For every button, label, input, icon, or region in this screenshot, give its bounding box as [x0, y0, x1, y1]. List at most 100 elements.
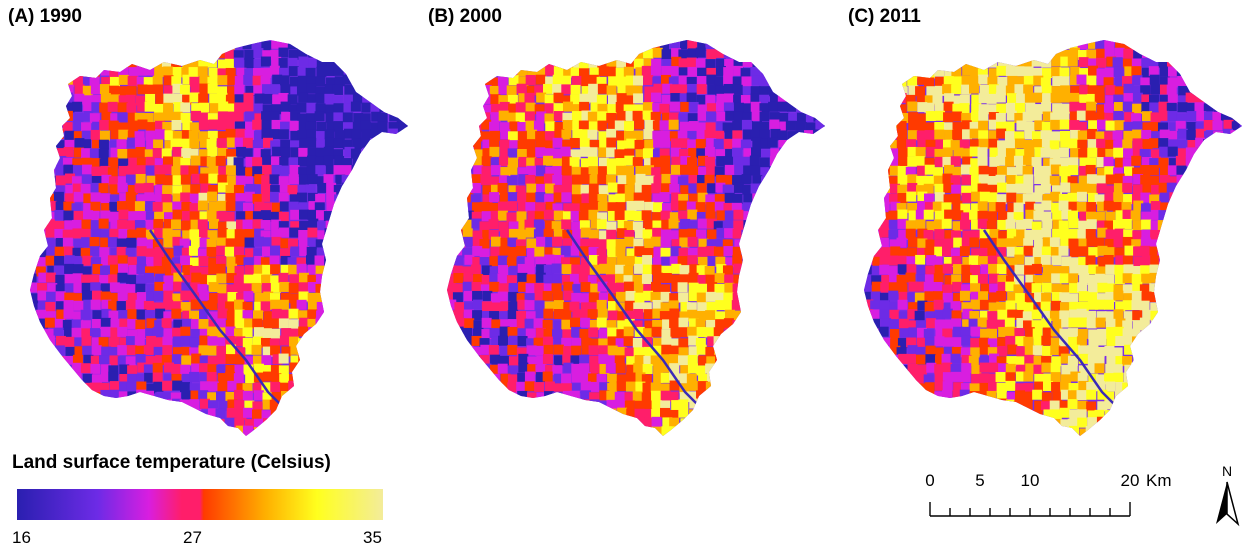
temperature-cell — [360, 426, 371, 436]
temperature-cell — [447, 320, 457, 331]
temperature-cell — [614, 210, 625, 221]
temperature-cell — [1113, 192, 1124, 203]
temperature-cell — [447, 237, 456, 248]
temperature-cell — [128, 264, 139, 275]
temperature-cell — [1006, 110, 1017, 121]
temperature-cell — [296, 40, 307, 49]
temperature-cell — [145, 356, 156, 367]
temperature-cell — [716, 156, 727, 167]
temperature-cell — [888, 112, 899, 123]
temperature-cell — [769, 156, 780, 167]
temperature-cell — [80, 228, 91, 239]
temperature-cell — [980, 238, 991, 249]
temperature-cell — [279, 67, 290, 78]
temperature-cell — [125, 300, 136, 311]
temperature-cell — [252, 336, 263, 347]
temperature-cell — [1194, 102, 1205, 113]
temperature-cell — [977, 210, 988, 221]
temperature-cell — [988, 119, 999, 130]
temperature-cell — [396, 194, 407, 205]
temperature-cell — [597, 103, 608, 114]
temperature-cell — [344, 345, 355, 356]
temperature-cell — [1042, 237, 1053, 248]
temperature-cell — [226, 273, 237, 284]
temperature-cell — [1104, 48, 1115, 59]
temperature-cell — [651, 212, 662, 223]
temperature-cell — [742, 184, 753, 195]
temperature-cell — [560, 245, 571, 256]
temperature-cell — [944, 50, 955, 61]
temperature-cell — [1060, 103, 1071, 114]
temperature-cell — [714, 408, 725, 419]
temperature-cell — [879, 227, 890, 238]
temperature-cell — [578, 68, 589, 79]
temperature-cell — [110, 221, 121, 232]
temperature-cell — [1139, 245, 1150, 256]
temperature-cell — [1023, 174, 1034, 185]
temperature-cell — [407, 417, 408, 428]
temperature-cell — [479, 221, 490, 232]
temperature-cell — [888, 104, 899, 115]
temperature-cell — [987, 192, 998, 203]
temperature-cell — [289, 428, 300, 436]
temperature-cell — [688, 121, 699, 132]
temperature-cell — [804, 247, 815, 258]
temperature-cell — [1132, 184, 1143, 195]
temperature-cell — [236, 211, 247, 222]
temperature-cell — [63, 409, 74, 420]
temperature-cell — [759, 337, 770, 348]
temperature-cell — [244, 265, 255, 276]
temperature-cell — [561, 337, 572, 348]
temperature-cell — [82, 345, 93, 356]
temperature-cell — [497, 363, 508, 374]
temperature-cell — [1007, 75, 1018, 86]
temperature-cell — [986, 220, 997, 231]
temperature-cell — [706, 435, 717, 436]
temperature-cell — [362, 275, 373, 286]
temperature-cell — [55, 419, 66, 430]
temperature-cell — [1176, 66, 1187, 77]
temperature-cell — [188, 165, 199, 176]
temperature-cell — [242, 137, 253, 148]
temperature-cell — [307, 192, 318, 203]
temperature-cell — [560, 146, 571, 157]
temperature-cell — [1157, 40, 1168, 49]
temperature-cell — [101, 308, 112, 319]
temperature-cell — [253, 48, 264, 59]
temperature-cell — [822, 247, 825, 258]
temperature-cell — [244, 49, 255, 60]
temperature-cell — [768, 48, 779, 59]
temperature-cell — [316, 301, 327, 312]
temperature-cell — [154, 103, 165, 114]
temperature-cell — [181, 407, 192, 418]
temperature-cell — [933, 175, 944, 186]
temperature-cell — [244, 68, 255, 79]
temperature-cell — [55, 335, 66, 346]
temperature-cell — [653, 364, 664, 375]
temperature-cell — [507, 310, 518, 321]
temperature-cell — [481, 371, 492, 382]
temperature-cell — [489, 281, 500, 292]
temperature-cell — [254, 93, 265, 104]
temperature-cell — [996, 247, 1007, 258]
temperature-cell — [871, 248, 882, 259]
temperature-cell — [1069, 101, 1080, 112]
temperature-cell — [545, 364, 556, 375]
temperature-cell — [731, 202, 742, 213]
temperature-cell — [145, 211, 156, 222]
temperature-cell — [64, 139, 75, 150]
temperature-cell — [697, 192, 708, 203]
temperature-cell — [280, 382, 291, 393]
temperature-cell — [607, 210, 618, 221]
temperature-cell — [405, 328, 408, 339]
temperature-cell — [787, 227, 798, 238]
panel-title-2011: (C) 2011 — [848, 6, 921, 27]
temperature-cell — [961, 237, 972, 248]
temperature-cell — [1213, 220, 1224, 231]
temperature-cell — [1123, 148, 1134, 159]
temperature-cell — [515, 112, 526, 123]
temperature-cell — [987, 255, 998, 266]
temperature-cell — [1194, 77, 1205, 88]
temperature-cell — [1032, 247, 1043, 258]
temperature-cell — [1140, 237, 1151, 248]
